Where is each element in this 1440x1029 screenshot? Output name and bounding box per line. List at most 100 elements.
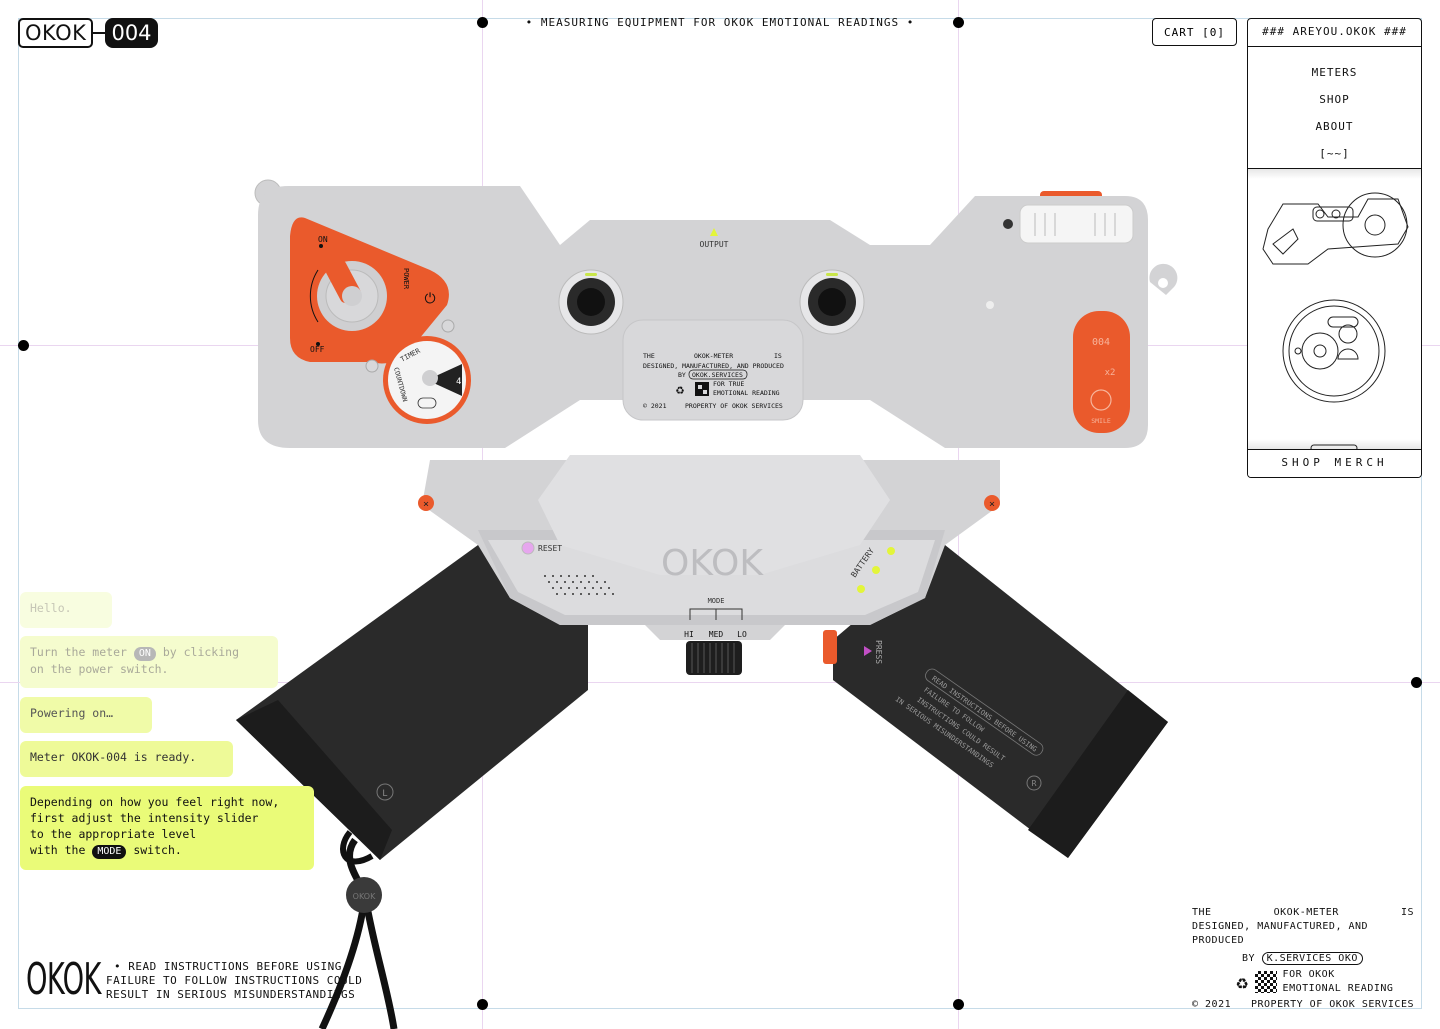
credit-services-tag: K.SERVICES OKO xyxy=(1261,952,1363,965)
recycle-icon: ♻ xyxy=(1236,970,1249,994)
cart-button[interactable]: CART [0] xyxy=(1152,18,1237,46)
mood-badge xyxy=(1073,311,1130,433)
chat-text: switch. xyxy=(126,843,182,857)
plate-text: EMOTIONAL READING xyxy=(713,389,780,397)
credit-line: DESIGNED, MANUFACTURED, AND PRODUCED xyxy=(1192,921,1369,946)
mode-option-med: MED xyxy=(709,630,724,639)
plate-text: OKOK.SERVICES xyxy=(692,371,743,379)
body-logo: OKOK xyxy=(661,543,764,584)
chat-text: on the power switch. xyxy=(30,662,169,676)
plate-text: IS xyxy=(774,352,782,360)
chat-bubble: Turn the meter ON by clicking on the pow… xyxy=(20,636,278,688)
reset-button-shape xyxy=(521,541,535,555)
credit-for: FOR OKOK xyxy=(1282,969,1335,980)
badge-number: 004 xyxy=(1092,337,1110,348)
merch-thumbnails xyxy=(1262,192,1409,452)
plate-text: BY xyxy=(678,371,686,379)
chat-text: to the appropriate level xyxy=(30,827,197,841)
merch-preview[interactable] xyxy=(1248,169,1421,452)
chat-text: with the xyxy=(30,843,93,857)
press-label: PRESS xyxy=(874,640,883,664)
badge-multiplier: x2 xyxy=(1105,368,1116,378)
left-grip: L xyxy=(236,545,588,860)
footer-warning: • READ INSTRUCTIONS BEFORE USING FAILURE… xyxy=(106,960,362,1002)
strap: OKOK xyxy=(318,830,398,1029)
svg-text:×: × xyxy=(989,499,995,510)
plate-text: FOR TRUE xyxy=(713,380,744,388)
power-off-label: OFF xyxy=(310,345,325,354)
chat-text: Turn the meter xyxy=(30,645,134,659)
site-logo[interactable]: OKOK 004 xyxy=(18,18,158,48)
guide-dot xyxy=(18,340,29,351)
right-grip: PRESS R READ INSTRUCTIONS BEFORE USING F… xyxy=(823,545,1168,858)
merch-device-outline xyxy=(1262,192,1409,265)
credit-emotional: EMOTIONAL READING xyxy=(1282,983,1394,994)
strap-logo: OKOK xyxy=(353,892,376,901)
menu-item-shop[interactable]: SHOP xyxy=(1319,93,1350,106)
power-switch: ON OFF POWER ⏻ xyxy=(290,217,449,364)
mode-option-hi: HI xyxy=(684,630,694,639)
shop-merch-button[interactable]: SHOP MERCH xyxy=(1248,449,1421,477)
plate-text: THE xyxy=(643,352,655,360)
chat-bubble: Powering on… xyxy=(20,697,152,733)
footer-credit: THE OKOK-METER IS DESIGNED, MANUFACTURED… xyxy=(1192,906,1414,1012)
power-icon: ⏻ xyxy=(424,291,435,307)
header-tagline: • MEASURING EQUIPMENT FOR OKOK EMOTIONAL… xyxy=(525,16,915,29)
guide-dot xyxy=(477,999,488,1010)
guide-dot xyxy=(953,17,964,28)
menu-item-wave[interactable]: [~~] xyxy=(1319,147,1350,160)
chat-text: first adjust the intensity slider xyxy=(30,811,259,825)
guide-line-bottom xyxy=(0,682,1440,683)
menu-nav: METERS SHOP ABOUT [~~] xyxy=(1248,47,1421,169)
plate-text: PROPERTY OF OKOK SERVICES xyxy=(685,402,783,410)
mode-label: MODE xyxy=(708,597,725,605)
chat-bubble: Hello. xyxy=(20,592,112,628)
menu-item-meters[interactable]: METERS xyxy=(1311,66,1358,79)
credit-the: THE xyxy=(1192,907,1212,918)
guide-dot xyxy=(953,999,964,1010)
lower-body: OKOK × × RESET BATTERY MODE HI MED LO xyxy=(418,455,1000,675)
chat-text: Hello. xyxy=(30,601,72,615)
menu-item-about[interactable]: ABOUT xyxy=(1315,120,1354,133)
smile-icon xyxy=(1090,389,1112,411)
battery-led xyxy=(872,566,880,574)
chat-bubble-active: Depending on how you feel right now, fir… xyxy=(20,786,314,870)
credit-is: IS xyxy=(1400,907,1414,918)
timer-value: 4 xyxy=(456,377,461,387)
chat-text: Meter OKOK-004 is ready. xyxy=(30,750,197,764)
plate-text: OKOK-METER xyxy=(694,352,733,360)
device-shell xyxy=(258,186,1148,448)
chat-text: Depending on how you feel right now, xyxy=(30,795,280,809)
credit-by: BY xyxy=(1242,953,1256,964)
footer-logo: OKOK xyxy=(26,954,101,1005)
output-label: OUTPUT xyxy=(700,240,729,249)
left-mark: L xyxy=(382,789,387,799)
timer-dial: 4 TIMER COUNTDOWN xyxy=(383,336,471,424)
svg-text:×: × xyxy=(423,499,429,510)
battery-led xyxy=(887,547,895,555)
right-dial xyxy=(799,269,865,335)
qr-icon xyxy=(1254,971,1277,993)
upper-body: OUTPUT THE OKOK-METER IS DESIGNED, MANUF… xyxy=(254,179,1178,448)
credit-product: OKOK-METER xyxy=(1273,907,1339,918)
warning-line: • READ INSTRUCTIONS BEFORE USING xyxy=(114,960,342,973)
chat-text: by clicking xyxy=(155,645,239,659)
warning-line: RESULT IN SERIOUS MISUNDERSTANDINGS xyxy=(106,988,356,1001)
logo-divider xyxy=(93,32,106,34)
logo-text: OKOK xyxy=(18,18,94,48)
guide-dot xyxy=(477,17,488,28)
side-menu: ### AREYOU.OKOK ### METERS SHOP ABOUT [~… xyxy=(1247,18,1422,478)
left-dial xyxy=(558,269,624,335)
plate-text: DESIGNED, MANUFACTURED, AND PRODUCED xyxy=(643,362,784,370)
mode-pill: MODE xyxy=(92,845,127,859)
credit-year: © 2021 xyxy=(1192,999,1232,1010)
menu-title: ### AREYOU.OKOK ### xyxy=(1248,19,1421,47)
chat-text: Powering on… xyxy=(30,706,114,720)
warning-line: FAILURE TO FOLLOW INSTRUCTIONS COULD xyxy=(106,974,363,987)
recycle-icon: ♻ xyxy=(676,382,685,398)
reset-label: RESET xyxy=(538,544,562,553)
merch-dial-outline xyxy=(1282,299,1386,403)
plate-text: © 2021 xyxy=(643,402,667,410)
chat-bubble: Meter OKOK-004 is ready. xyxy=(20,741,233,777)
